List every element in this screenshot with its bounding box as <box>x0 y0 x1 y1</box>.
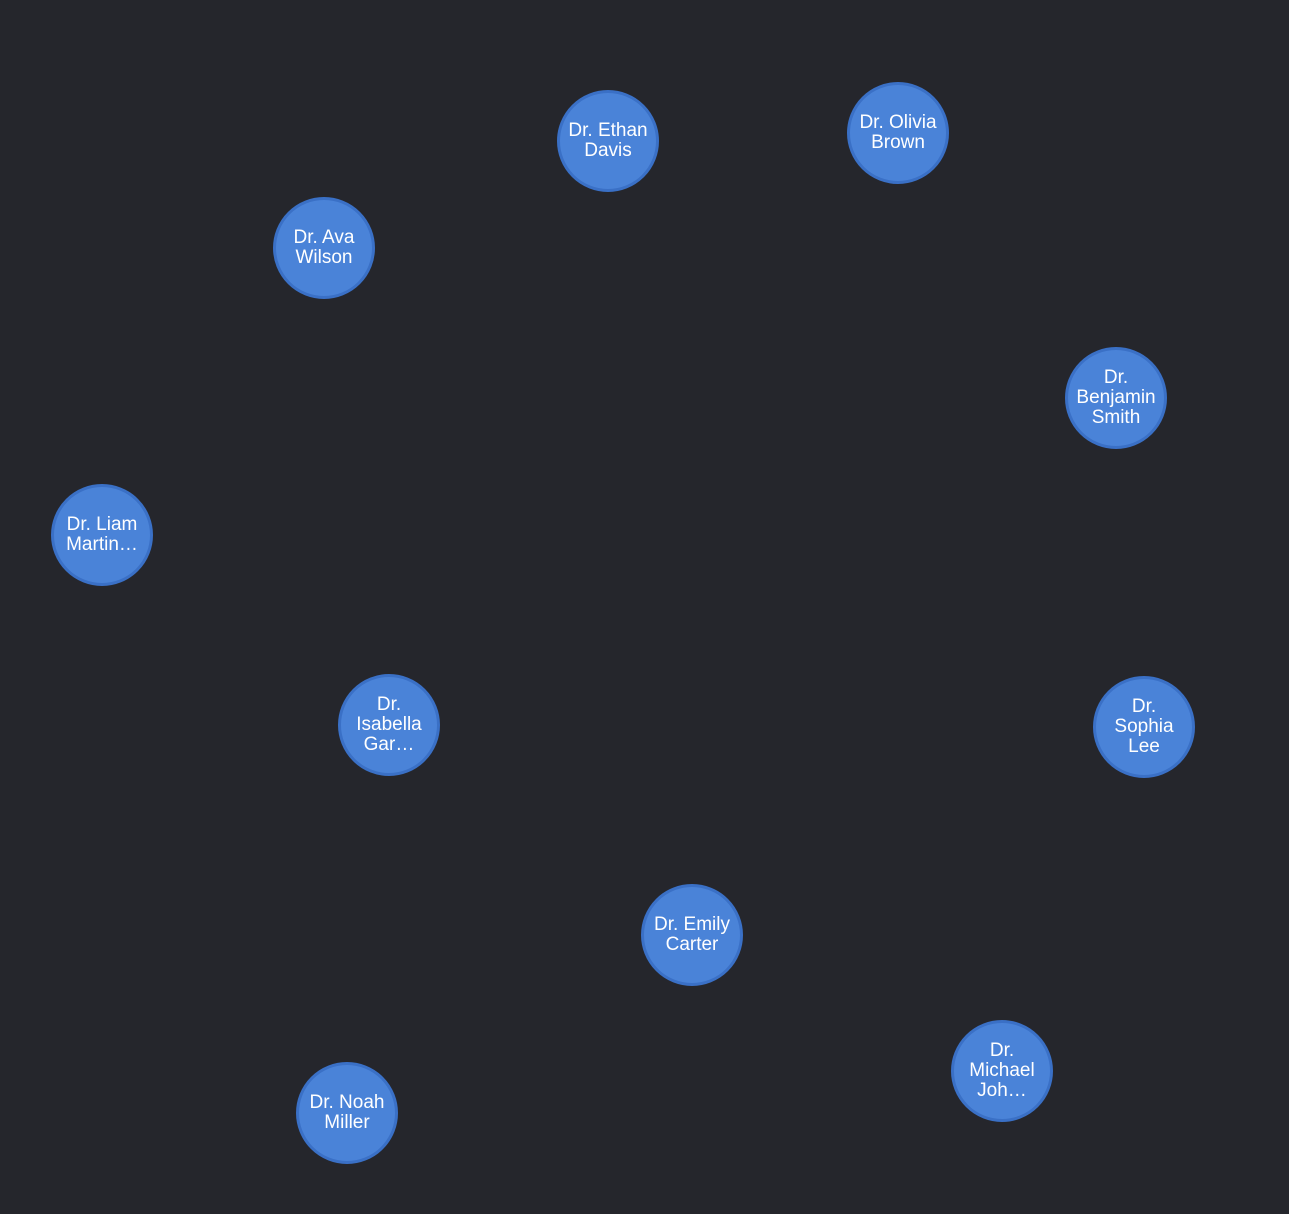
node-label: Dr. Sophia Lee <box>1114 696 1174 757</box>
node-olivia-brown[interactable]: Dr. Olivia Brown <box>847 82 949 184</box>
node-label: Dr. Ethan Davis <box>568 120 648 161</box>
node-michael-johnson[interactable]: Dr. Michael Joh… <box>951 1020 1053 1122</box>
node-sophia-lee[interactable]: Dr. Sophia Lee <box>1093 676 1195 778</box>
node-label: Dr. Noah Miller <box>309 1092 385 1133</box>
node-label: Dr. Olivia Brown <box>859 112 937 153</box>
node-benjamin-smith[interactable]: Dr. Benjamin Smith <box>1065 347 1167 449</box>
node-label: Dr. Emily Carter <box>654 914 730 955</box>
node-noah-miller[interactable]: Dr. Noah Miller <box>296 1062 398 1164</box>
node-emily-carter[interactable]: Dr. Emily Carter <box>641 884 743 986</box>
node-label: Dr. Isabella Gar… <box>356 694 422 755</box>
node-liam-martin[interactable]: Dr. Liam Martin… <box>51 484 153 586</box>
node-label: Dr. Ava Wilson <box>293 227 355 268</box>
node-label: Dr. Liam Martin… <box>66 514 138 555</box>
node-label: Dr. Benjamin Smith <box>1076 367 1156 428</box>
node-ethan-davis[interactable]: Dr. Ethan Davis <box>557 90 659 192</box>
node-isabella-garcia[interactable]: Dr. Isabella Gar… <box>338 674 440 776</box>
node-ava-wilson[interactable]: Dr. Ava Wilson <box>273 197 375 299</box>
node-label: Dr. Michael Joh… <box>969 1040 1035 1101</box>
